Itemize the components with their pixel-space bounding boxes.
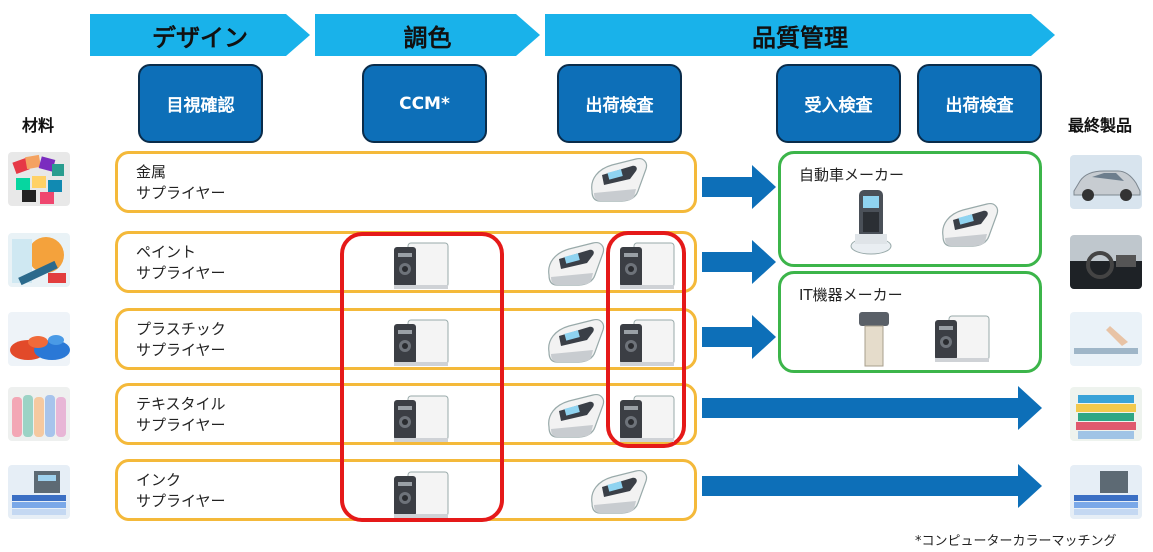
supplier-label: プラスチックサプライヤー xyxy=(136,319,226,361)
product-car-image xyxy=(1070,155,1142,209)
handheld-spectrophotometer-icon xyxy=(591,470,648,514)
step-ccm-label: CCM* xyxy=(399,93,450,114)
step-ccm: CCM* xyxy=(362,64,487,143)
long-flow-arrow-icon xyxy=(702,464,1042,508)
supplier-suffix: サプライヤー xyxy=(136,492,226,510)
material-textile-image xyxy=(8,387,70,441)
flow-arrow-icon xyxy=(702,315,776,359)
stage-color-label: 調色 xyxy=(403,23,452,52)
benchtop-spectrophotometer-icon xyxy=(393,395,449,443)
material-paint-image xyxy=(8,233,70,287)
benchtop-spectrophotometer-icon xyxy=(934,315,990,363)
benchtop-spectrophotometer-icon xyxy=(619,319,675,367)
handheld-spectrophotometer-icon xyxy=(548,242,605,286)
benchtop-spectrophotometer-icon xyxy=(393,319,449,367)
supplier-suffix: サプライヤー xyxy=(136,184,226,202)
product-car-interior-image xyxy=(1070,235,1142,289)
stage-design-label: デザイン xyxy=(152,23,248,52)
customer-it-box: IT機器メーカー xyxy=(778,271,1042,373)
product-ink-image xyxy=(1070,465,1142,519)
handheld-spectrophotometer-icon xyxy=(548,394,605,438)
step-shipping-inspection-2: 出荷検査 xyxy=(917,64,1042,143)
product-device-image xyxy=(1070,312,1142,366)
stage-color-banner: 調色 xyxy=(315,14,540,56)
portable-colorimeter-icon xyxy=(859,312,889,367)
stage-quality-label: 品質管理 xyxy=(752,23,848,52)
supplier-suffix: サプライヤー xyxy=(136,264,226,282)
step-receiving-inspection: 受入検査 xyxy=(776,64,901,143)
step-visual-label: 目視確認 xyxy=(166,96,235,116)
material-metal-image xyxy=(8,152,70,206)
handheld-spectrophotometer-icon xyxy=(942,203,999,247)
handheld-spectrophotometer-icon xyxy=(591,158,648,202)
shipping-inspection-group-box xyxy=(606,231,686,448)
step-ship1-label: 出荷検査 xyxy=(585,96,654,116)
benchtop-spectrophotometer-icon xyxy=(393,242,449,290)
stage-design-banner: デザイン xyxy=(90,14,310,56)
handheld-colorimeter-icon xyxy=(850,190,892,255)
supplier-row-metal: 金属サプライヤー xyxy=(115,151,697,213)
benchtop-spectrophotometer-icon xyxy=(619,242,675,290)
ccm-group-box xyxy=(340,232,504,522)
customer-auto-box: 自動車メーカー xyxy=(778,151,1042,267)
footnote: *コンピューターカラーマッチング xyxy=(915,534,1117,549)
flow-arrow-icon xyxy=(702,240,776,284)
benchtop-spectrophotometer-icon xyxy=(393,471,449,519)
step-shipping-inspection: 出荷検査 xyxy=(557,64,682,143)
material-ink-image xyxy=(8,465,70,519)
long-flow-arrow-icon xyxy=(702,386,1042,430)
supplier-name: ペイント xyxy=(136,243,197,261)
product-textile-image xyxy=(1070,387,1142,441)
final-products-title: 最終製品 xyxy=(1068,116,1133,135)
flow-arrow-icon xyxy=(702,165,776,209)
step-ship2-label: 出荷検査 xyxy=(945,96,1014,116)
supplier-name: テキスタイル xyxy=(136,395,226,413)
customer-auto-label: 自動車メーカー xyxy=(799,166,905,184)
supplier-suffix: サプライヤー xyxy=(136,416,226,434)
material-plastic-image xyxy=(8,312,70,366)
supplier-row-textile: テキスタイルサプライヤー xyxy=(115,383,697,445)
supplier-label: テキスタイルサプライヤー xyxy=(136,394,226,436)
supplier-label: インクサプライヤー xyxy=(136,470,226,512)
step-visual-check: 目視確認 xyxy=(138,64,263,143)
benchtop-spectrophotometer-icon xyxy=(619,395,675,443)
handheld-spectrophotometer-icon xyxy=(548,319,605,363)
supplier-name: 金属 xyxy=(136,163,167,181)
stage-quality-banner: 品質管理 xyxy=(545,14,1055,56)
supplier-name: プラスチック xyxy=(136,320,226,338)
step-receive-label: 受入検査 xyxy=(804,96,873,116)
supplier-label: 金属サプライヤー xyxy=(136,162,226,204)
supplier-row-plastic: プラスチックサプライヤー xyxy=(115,308,697,370)
materials-title: 材料 xyxy=(22,116,55,135)
supplier-name: インク xyxy=(136,471,182,489)
customer-it-label: IT機器メーカー xyxy=(799,286,903,304)
supplier-label: ペイントサプライヤー xyxy=(136,242,226,284)
supplier-suffix: サプライヤー xyxy=(136,341,226,359)
